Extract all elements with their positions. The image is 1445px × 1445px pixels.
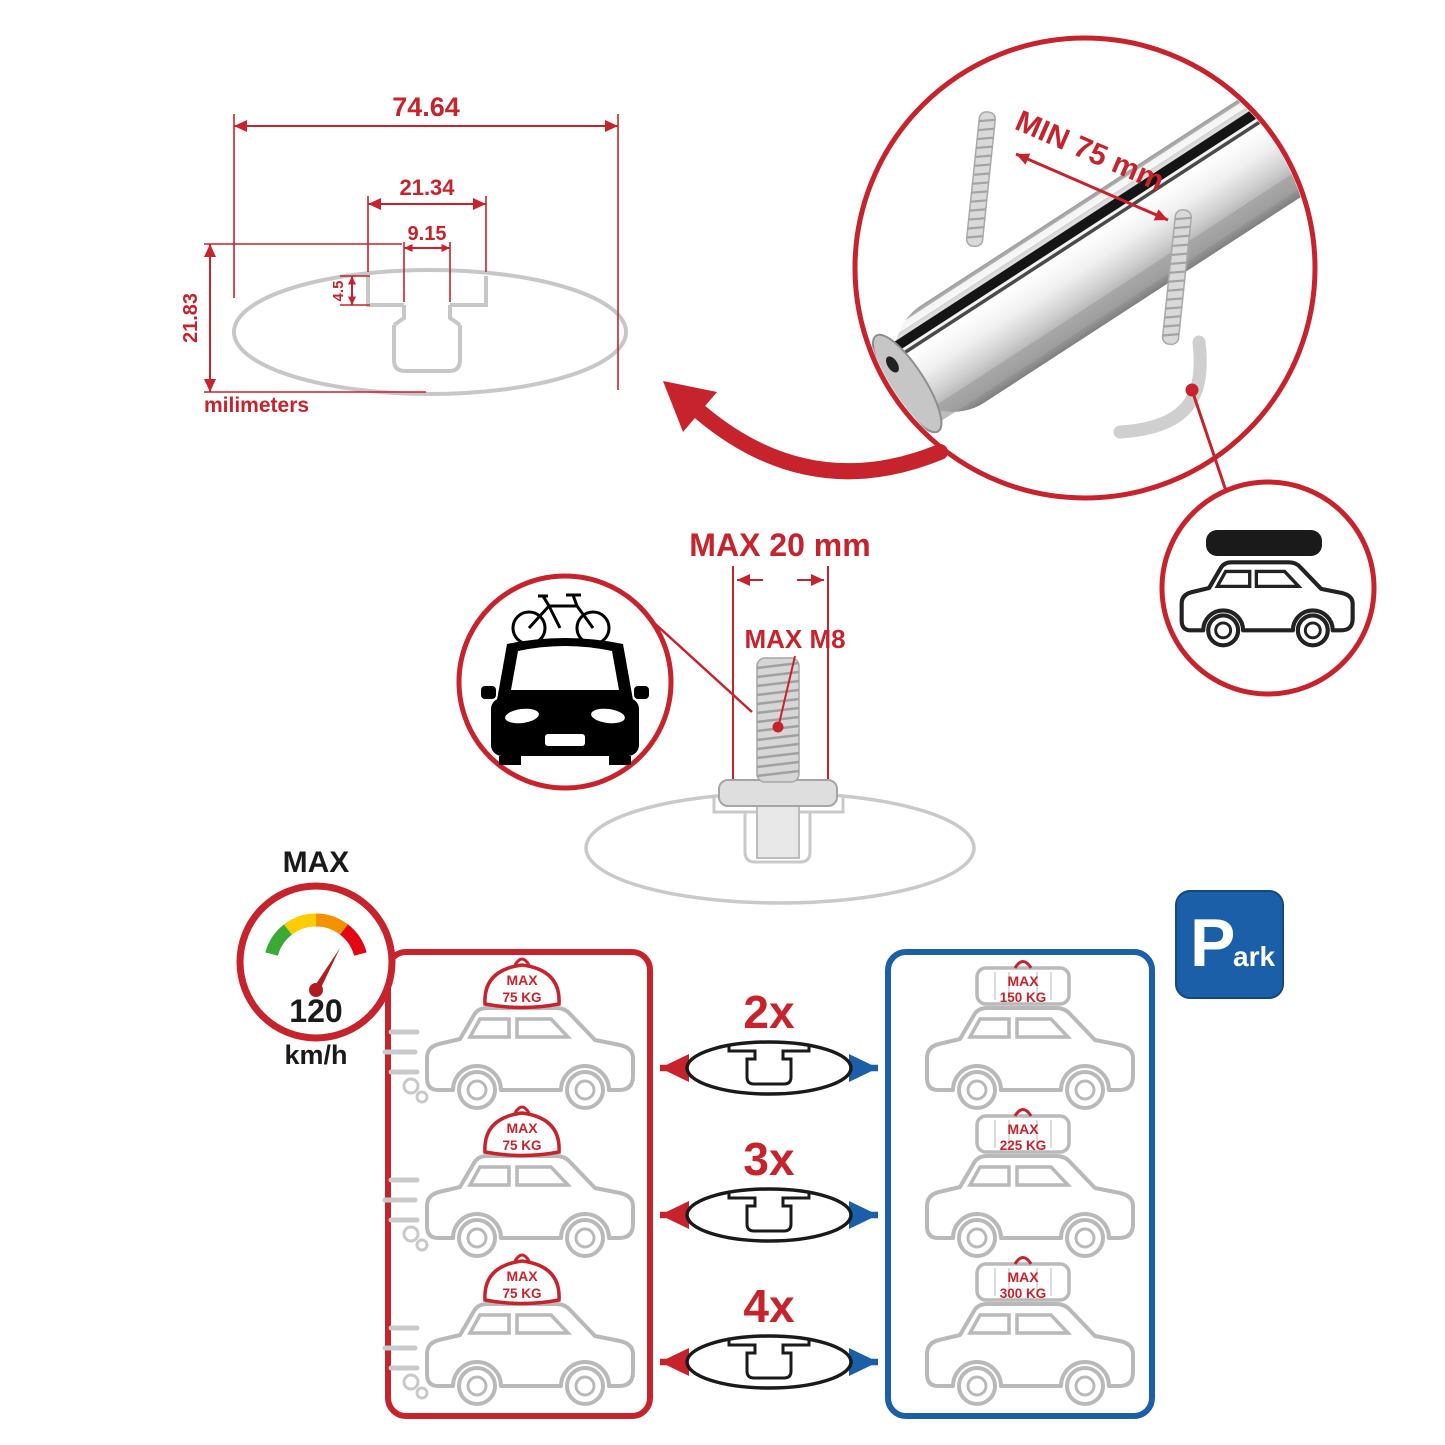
- dim-height-label: 21.83: [180, 293, 202, 343]
- speed-value: 120: [289, 993, 342, 1029]
- right-car-1: MAX 150 KG: [925, 959, 1135, 1110]
- speed-limit-badge: MAX 120 km/h: [236, 846, 396, 1070]
- bag-weight-label: 75 KG: [502, 1286, 541, 1301]
- quantity-rows: 2x 3x 4x: [660, 986, 878, 1390]
- cargo-max-label: MAX: [1007, 973, 1039, 989]
- bag-weight-label: 75 KG: [502, 1138, 541, 1153]
- left-speed-panel: MAX 75 KG MAX 75 KG MAX 75 KG: [385, 949, 653, 1419]
- units-label: milimeters: [204, 394, 309, 417]
- dim-total-width-label: 74.64: [392, 92, 460, 122]
- quantity-label: 3x: [743, 1133, 795, 1185]
- bolt-diagram: MAX 20 mm MAX M8: [584, 527, 976, 905]
- speed-max-label: MAX: [283, 846, 350, 879]
- dimension-74-64: 74.64: [233, 92, 619, 390]
- speed-unit: km/h: [284, 1040, 347, 1070]
- bar-section-icon: [685, 1040, 853, 1096]
- dim-channel-width-label: 21.34: [399, 175, 455, 200]
- callout-line: [1190, 389, 1228, 492]
- quantity-label: 4x: [743, 1280, 795, 1332]
- license-plate: [545, 734, 585, 746]
- mirror-right: [634, 686, 649, 699]
- quantity-label: 2x: [743, 986, 795, 1038]
- park-sign: P ark: [1175, 890, 1284, 999]
- bar-section-icon: [685, 1187, 853, 1243]
- speedometer-hub: [309, 983, 323, 997]
- tbolt-icon: [718, 657, 838, 859]
- right-car-2: MAX 225 KG: [925, 1107, 1135, 1258]
- cargo-weight-label: 225 KG: [1000, 1138, 1047, 1153]
- dimension-4-5: 4.5: [330, 275, 370, 306]
- park-sign-suffix: ark: [1233, 941, 1275, 972]
- right-park-panel: MAX 150 KG MAX 225 KG MAX 300 KG: [885, 949, 1155, 1419]
- cargo-weight-label: 300 KG: [1000, 1286, 1047, 1301]
- dim-slot-width-label: 9.15: [408, 223, 447, 245]
- quantity-row-4x: 4x: [660, 1280, 878, 1390]
- wheel-right: [609, 756, 631, 765]
- car-front-icon: [481, 593, 649, 765]
- cargo-weight-label: 150 KG: [1000, 990, 1047, 1005]
- dimension-21-83: 21.83: [180, 243, 426, 393]
- left-car-3: MAX 75 KG: [385, 1253, 635, 1406]
- bar-section-icon: [685, 1334, 853, 1390]
- quantity-row-3x: 3x: [660, 1133, 878, 1243]
- speedometer-icon: [236, 882, 396, 1042]
- mirror-left: [481, 686, 496, 699]
- bar-section-channel: [727, 1338, 811, 1380]
- park-sign-board: [1175, 890, 1284, 999]
- car-body: [491, 698, 639, 756]
- cross-section-diagram: 74.64 21.34 9.15 4.5 21.83 milimeters: [180, 92, 628, 417]
- quantity-row-2x: 2x: [660, 986, 878, 1096]
- bar-profile-ellipse: [232, 268, 628, 396]
- cargo-max-label: MAX: [1007, 1121, 1039, 1137]
- thread-callout-line: [778, 655, 796, 725]
- park-sign-letter: P: [1190, 905, 1235, 981]
- dim-step-label: 4.5: [330, 281, 347, 302]
- bar-detail-circle: MIN 75 mm: [852, 35, 1318, 501]
- bar-section-channel: [727, 1044, 811, 1086]
- cargo-max-label: MAX: [1007, 1269, 1039, 1285]
- headlight-left: [505, 708, 539, 724]
- bag-max-label: MAX: [506, 1120, 538, 1136]
- bar-section-channel: [727, 1191, 811, 1233]
- wheel-left: [499, 756, 521, 765]
- bolt-length-label: MAX 20 mm: [689, 527, 870, 563]
- suv-dark-icon: [1179, 560, 1355, 648]
- speedometer-gauge: [265, 913, 367, 957]
- left-car-2: MAX 75 KG: [385, 1105, 635, 1258]
- curved-arrow-head: [663, 381, 717, 432]
- bag-max-label: MAX: [506, 972, 538, 988]
- thread-callout-dot: [772, 721, 784, 733]
- roof-box-icon: [1206, 530, 1322, 556]
- bag-weight-label: 75 KG: [502, 990, 541, 1005]
- dimension-9-15: 9.15: [403, 223, 451, 302]
- bolt-thread-label: MAX M8: [744, 624, 845, 654]
- windshield: [511, 646, 619, 690]
- bike-car-circle: [456, 573, 753, 791]
- headlight-right: [591, 708, 625, 724]
- speedometer-needle: [312, 948, 340, 990]
- bike-callout-line: [651, 620, 753, 713]
- dimension-21-34: 21.34: [367, 175, 487, 272]
- curved-arrow: [663, 381, 948, 480]
- curved-arrow-shaft: [692, 404, 948, 480]
- left-car-1: MAX 75 KG: [385, 957, 635, 1110]
- right-car-3: MAX 300 KG: [925, 1255, 1135, 1406]
- roofbox-car-circle: [1159, 479, 1377, 697]
- clamp-hook-icon: [1113, 335, 1207, 439]
- bag-max-label: MAX: [506, 1268, 538, 1284]
